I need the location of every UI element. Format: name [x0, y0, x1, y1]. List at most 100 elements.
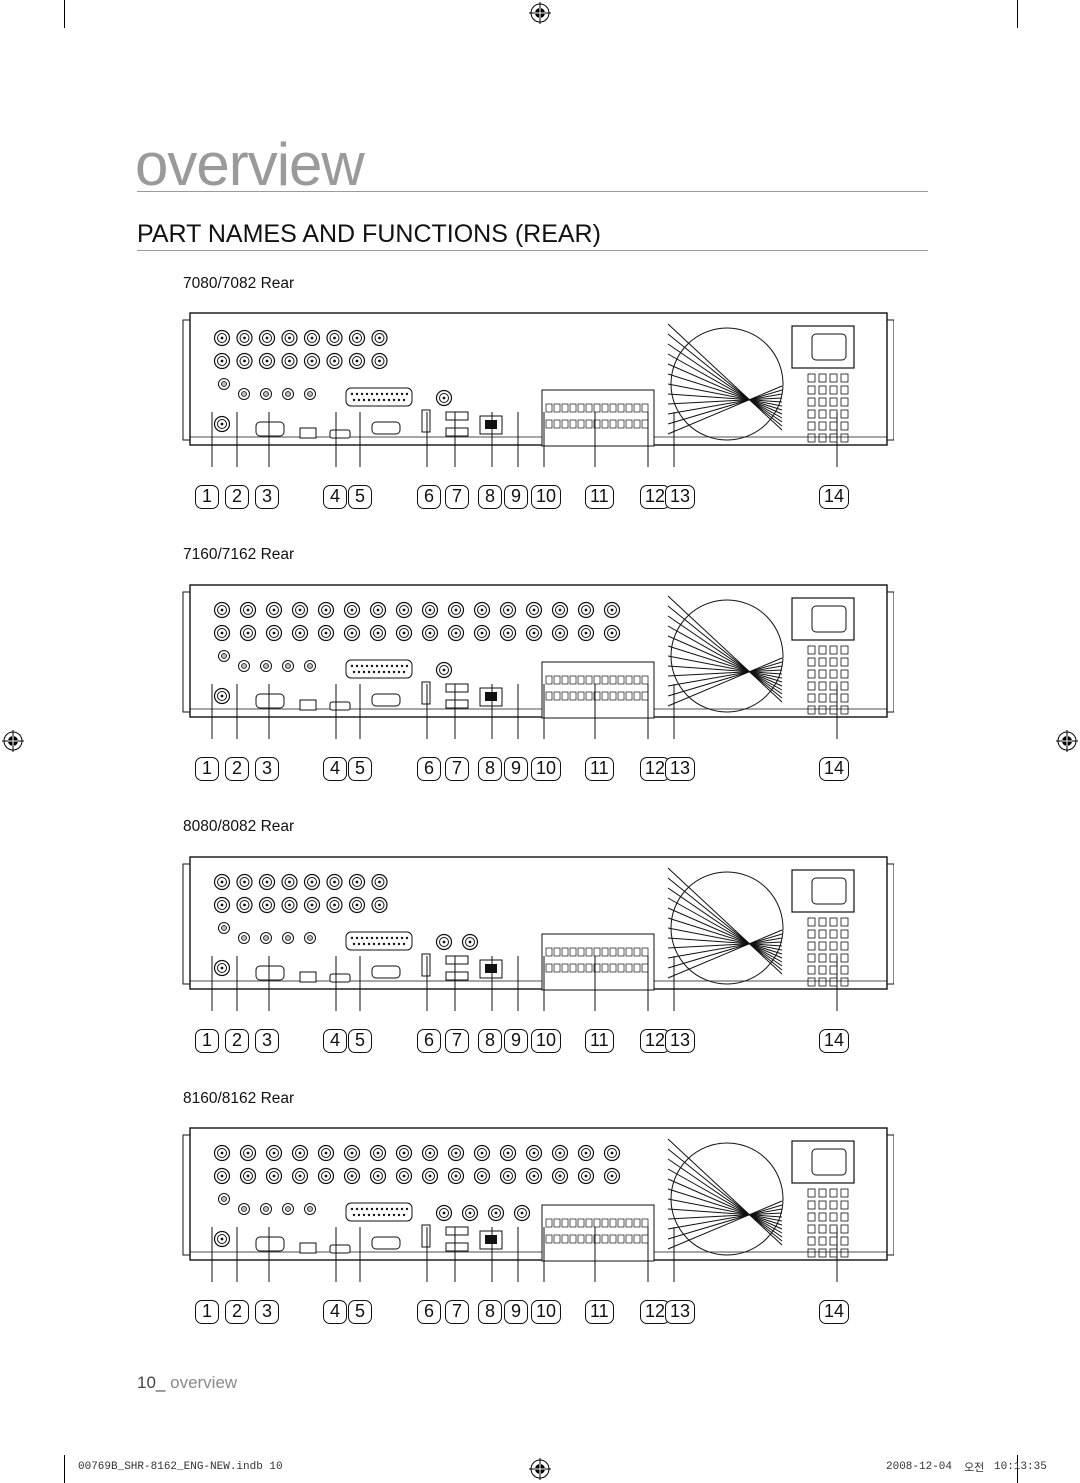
- rack-ear-right: [886, 1134, 894, 1256]
- terminal-slot: [569, 403, 577, 413]
- vent-slot: [807, 397, 816, 407]
- dsub-pin: [350, 664, 354, 668]
- vent-slot: [807, 1248, 816, 1258]
- vent-slot: [818, 1248, 827, 1258]
- terminal-slot: [625, 963, 633, 973]
- vent-slot: [840, 929, 849, 939]
- fan-grille-line: [667, 917, 783, 955]
- bnc-connector-ring: [295, 1171, 305, 1181]
- bnc-connector-pin: [610, 608, 614, 612]
- bnc-connector-pin: [333, 880, 336, 884]
- callout-number: 11: [585, 485, 614, 509]
- dsub-pin: [372, 942, 376, 946]
- dsub-pin: [382, 398, 386, 402]
- terminal-slot: [569, 419, 577, 429]
- vent-slot: [807, 941, 816, 951]
- callout-number: 9: [504, 1029, 528, 1053]
- bnc-connector-pin: [402, 631, 406, 635]
- bnc-connector-pin: [442, 1211, 446, 1215]
- bnc-connector-pin: [376, 1174, 380, 1178]
- rca-connector-core: [221, 925, 227, 931]
- dsub-pin: [355, 936, 359, 940]
- vent-slot: [818, 929, 827, 939]
- vent-slot: [807, 645, 816, 655]
- bnc-connector-pin: [468, 940, 472, 944]
- bnc-connector-ring: [217, 1148, 227, 1158]
- bnc-connector-pin: [428, 1151, 432, 1155]
- sata-port: [445, 699, 469, 709]
- vent-slot: [840, 1248, 849, 1258]
- terminal-slot: [601, 947, 609, 957]
- callout-number: 9: [504, 1300, 528, 1324]
- callout-number: 8: [478, 485, 502, 509]
- dsub-pin: [352, 398, 356, 402]
- fan-grille-line: [667, 665, 783, 675]
- fan-grille-line: [667, 1212, 783, 1220]
- rca-connector-core: [221, 1196, 227, 1202]
- bnc-connector-pin: [324, 1151, 328, 1155]
- bnc-connector-ring: [243, 1148, 253, 1158]
- bnc-connector-ring: [607, 605, 617, 615]
- bnc-connector-ring: [451, 1171, 461, 1181]
- alarm-terminal-block: [541, 1204, 655, 1262]
- bnc-connector-ring: [352, 333, 362, 343]
- dsub-pin: [380, 392, 384, 396]
- callout-number: 7: [445, 757, 469, 781]
- fan-grille-line: [667, 605, 783, 699]
- bnc-connector-pin: [454, 608, 458, 612]
- callout-number: 7: [445, 485, 469, 509]
- dsub-pin: [377, 942, 381, 946]
- bnc-connector-ring: [399, 628, 409, 638]
- terminal-slot: [577, 691, 585, 701]
- terminal-slot: [585, 963, 593, 973]
- bnc-connector-ring: [217, 628, 227, 638]
- rear-panel-diagram: [182, 856, 894, 1011]
- bnc-connector-ring: [477, 605, 487, 615]
- bnc-connector-pin: [402, 1151, 406, 1155]
- fan-ring: [670, 1142, 784, 1256]
- bnc-connector-pin: [355, 903, 359, 907]
- fan-grille-line: [667, 1208, 783, 1230]
- dsub-pin: [377, 670, 381, 674]
- bnc-connector-ring: [307, 900, 317, 910]
- fan-grille-line: [667, 625, 783, 691]
- usb-port: [421, 409, 431, 433]
- terminal-slot: [625, 691, 633, 701]
- bnc-connector-pin: [428, 608, 432, 612]
- model-label: 7160/7162 Rear: [183, 546, 295, 563]
- terminal-slot: [633, 1218, 641, 1228]
- console-port: [299, 427, 317, 439]
- cooling-fan-grille: [667, 595, 783, 707]
- network-port-socket: [485, 964, 497, 973]
- dsub-pin: [390, 392, 394, 396]
- bnc-connector-ring: [581, 628, 591, 638]
- terminal-slot: [617, 675, 625, 685]
- terminal-slot: [617, 691, 625, 701]
- terminal-slot: [577, 963, 585, 973]
- dsub-pin: [357, 670, 361, 674]
- alarm-terminal-block: [541, 933, 655, 991]
- bnc-connector-pin: [333, 336, 336, 340]
- bnc-connector-ring: [284, 877, 295, 887]
- dsub-pin: [370, 664, 374, 668]
- bnc-connector-ring: [295, 1148, 305, 1158]
- dsub-pin: [365, 392, 369, 396]
- dsub-pin: [370, 392, 374, 396]
- rack-ear-right: [886, 319, 894, 441]
- bnc-connector-ring: [529, 628, 539, 638]
- terminal-slot: [617, 403, 625, 413]
- bnc-connector-pin: [532, 631, 536, 635]
- fan-grille-line: [667, 1158, 783, 1238]
- rca-connector-core: [307, 663, 313, 669]
- hdmi-connector: [329, 973, 351, 983]
- callout-number: 6: [417, 485, 441, 509]
- terminal-slot: [625, 419, 633, 429]
- terminal-slot: [625, 1234, 633, 1244]
- bnc-connector-pin: [454, 1174, 458, 1178]
- terminal-slot: [601, 1234, 609, 1244]
- bnc-connector-ring: [347, 628, 357, 638]
- terminal-slot: [561, 1218, 569, 1228]
- dsub-pin: [392, 1213, 396, 1217]
- fan-grille-line: [667, 1188, 783, 1226]
